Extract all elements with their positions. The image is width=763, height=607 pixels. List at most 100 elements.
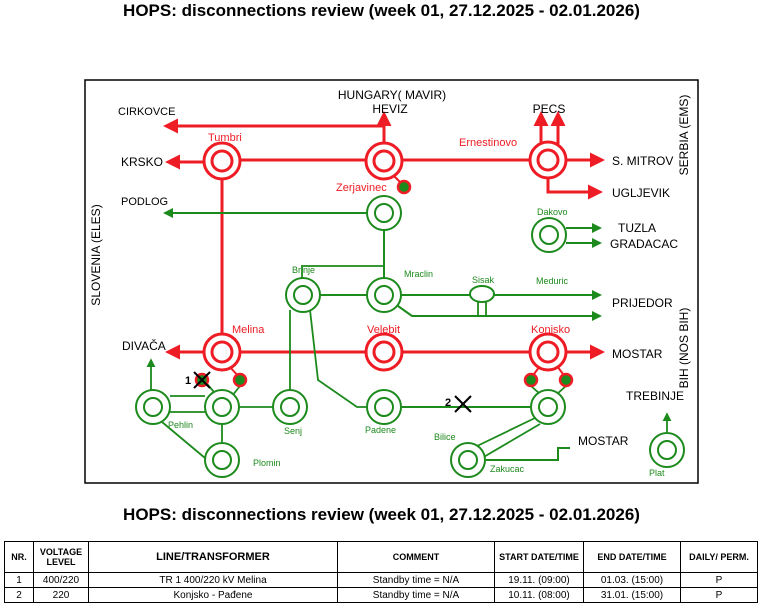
cell-line: Konjsko - Pađene <box>88 587 338 603</box>
line-mraclin-sisak <box>397 305 602 321</box>
label-s-mitrov: S. MITROV <box>612 154 673 168</box>
section-title: HOPS: disconnections review (week 01, 27… <box>123 505 640 524</box>
line-pehlin-plomin <box>161 421 206 459</box>
label-mraclin: Mraclin <box>404 269 433 279</box>
page-title: HOPS: disconnections review (week 01, 27… <box>123 1 640 20</box>
label-pehlin: Pehlin <box>168 420 193 430</box>
label-mostar-2: MOSTAR <box>578 434 629 448</box>
cell-nr: 2 <box>4 587 34 603</box>
node-konjsko-220 <box>530 389 566 425</box>
substations <box>135 140 685 478</box>
label-tuzla: TUZLA <box>618 221 656 235</box>
label-mostar-1: MOSTAR <box>612 347 663 361</box>
col-header-start: START DATE/TIME <box>494 541 584 573</box>
label-zakucac: Zakucac <box>490 464 525 474</box>
table-row: 2 220 Konjsko - Pađene Standby time = N/… <box>4 587 758 603</box>
node-senj <box>272 389 308 425</box>
transformer-konjsko-1 <box>523 372 539 388</box>
col-header-line: LINE/TRANSFORMER <box>88 541 338 573</box>
cell-end: 31.01. (15:00) <box>583 587 681 603</box>
label-mark-1: 1 <box>185 375 191 387</box>
label-serbia: SERBIA (EMS) <box>677 95 691 176</box>
cross-mark-2b <box>454 395 472 413</box>
node-brinje <box>285 277 321 313</box>
line-brinje-mraclin-top <box>301 265 385 278</box>
label-konjsko: Konjsko <box>531 324 570 336</box>
node-ernestinovo <box>528 140 568 180</box>
col-header-nr: NR. <box>4 541 34 573</box>
label-pecs: PECS <box>533 102 566 116</box>
label-prijedor: PRIJEDOR <box>612 296 673 310</box>
label-plomin: Plomin <box>253 458 281 468</box>
line-konjsko-zakucac <box>481 423 541 459</box>
transformer-konjsko-2 <box>558 372 574 388</box>
label-cirkovce: CIRKOVCE <box>118 106 175 118</box>
grid-diagram: HUNGARY( MAVIR) HEVIZ PECS CIRKOVCE KRSK… <box>84 79 699 484</box>
label-bih: BIH (NOS BIH) <box>677 308 691 389</box>
diagram-frame <box>84 79 699 484</box>
col-header-end: END DATE/TIME <box>583 541 681 573</box>
label-meduric: Meduric <box>536 276 569 286</box>
label-hungary: HUNGARY( MAVIR) <box>338 88 446 102</box>
disconnections-table: NR. VOLTAGE LEVEL LINE/TRANSFORMER COMME… <box>4 541 758 603</box>
cell-comment: Standby time = N/A <box>337 587 495 603</box>
node-plat <box>649 432 685 468</box>
line-brinje-padene <box>309 309 367 408</box>
cell-voltage: 220 <box>33 587 89 603</box>
label-ugljevik: UGLJEVIK <box>612 186 670 200</box>
cell-daily: P <box>680 572 758 588</box>
transformer-melina-2 <box>232 372 248 388</box>
line-konjsko-bilice <box>474 417 536 448</box>
node-zakucac <box>450 442 486 478</box>
node-velebit <box>364 332 404 372</box>
node-sisak <box>469 285 495 303</box>
node-zerjavinec <box>366 195 402 231</box>
label-heviz: HEVIZ <box>372 102 407 116</box>
label-mark-2: 2 <box>445 397 451 409</box>
label-velebit: Velebit <box>367 324 400 336</box>
node-dakovo <box>531 217 567 253</box>
label-divaca: DIVAČA <box>122 338 166 353</box>
line-ugljevik <box>546 177 603 200</box>
cell-nr: 1 <box>4 572 34 588</box>
table-row: 1 400/220 TR 1 400/220 kV Melina Standby… <box>4 572 758 588</box>
col-header-daily: DAILY/ PERM. <box>680 541 758 573</box>
label-krsko: KRSKO <box>121 155 163 169</box>
label-brinje: Brinje <box>292 265 315 275</box>
label-trebinje: TREBINJE <box>626 389 684 403</box>
cell-comment: Standby time = N/A <box>337 572 495 588</box>
label-sisak: Sisak <box>472 275 495 285</box>
label-gradacac: GRADACAC <box>610 237 678 251</box>
label-zerjavinec: Zerjavinec <box>336 182 387 194</box>
col-header-comment: COMMENT <box>337 541 495 573</box>
label-padene: Padene <box>365 425 396 435</box>
line-zakucac-mostar <box>486 447 570 461</box>
cell-start: 10.11. (08:00) <box>494 587 584 603</box>
node-heviz <box>364 141 404 181</box>
label-senj: Senj <box>284 426 302 436</box>
transformer-zerjavinec <box>396 179 412 195</box>
cell-line: TR 1 400/220 kV Melina <box>88 572 338 588</box>
node-plomin <box>204 442 240 478</box>
label-plat: Plat <box>649 468 665 478</box>
node-konjsko <box>528 332 568 372</box>
label-dakovo: Dakovo <box>537 207 568 217</box>
label-slovenia: SLOVENIA (ELES) <box>89 204 103 305</box>
node-melina-220 <box>204 389 240 425</box>
label-tumbri: Tumbri <box>208 132 242 144</box>
cell-daily: P <box>680 587 758 603</box>
node-tumbri <box>202 141 242 181</box>
label-bilice: Bilice <box>434 432 456 442</box>
label-melina: Melina <box>232 324 265 336</box>
green-lines <box>146 208 672 461</box>
cell-voltage: 400/220 <box>33 572 89 588</box>
cell-start: 19.11. (09:00) <box>494 572 584 588</box>
node-mraclin <box>366 277 402 313</box>
node-padene <box>366 389 402 425</box>
cell-end: 01.03. (15:00) <box>583 572 681 588</box>
table-header-row: NR. VOLTAGE LEVEL LINE/TRANSFORMER COMME… <box>4 541 758 573</box>
node-pehlin <box>135 389 171 425</box>
cross-mark-1b <box>193 371 211 389</box>
col-header-voltage: VOLTAGE LEVEL <box>33 541 89 573</box>
node-melina <box>202 332 242 372</box>
